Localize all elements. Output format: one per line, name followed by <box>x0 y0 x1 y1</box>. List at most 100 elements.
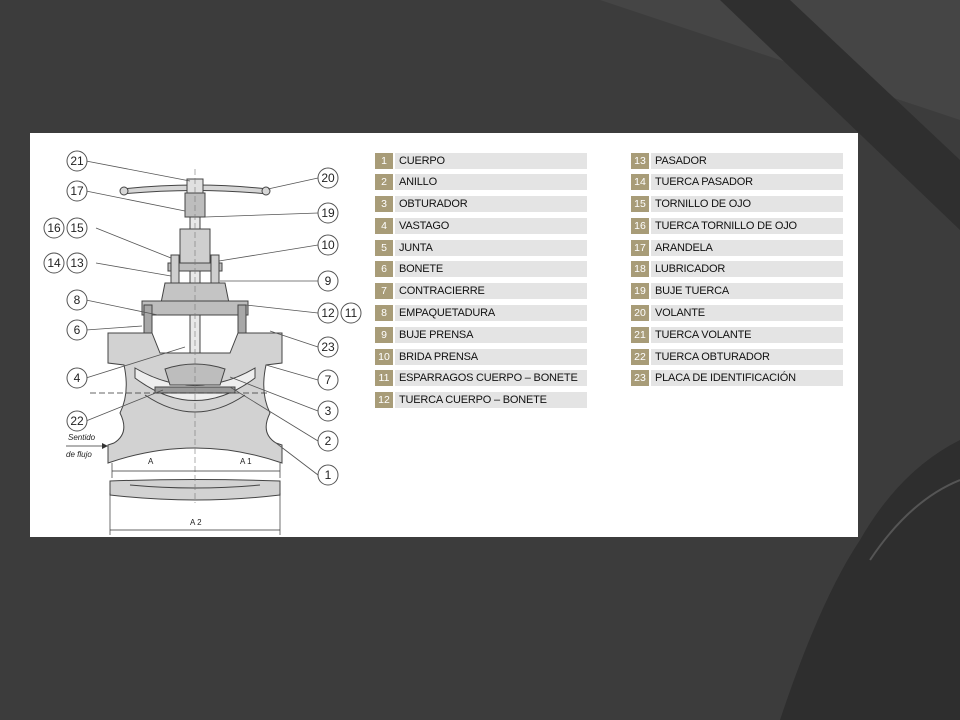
svg-text:11: 11 <box>345 306 358 320</box>
part-number: 18 <box>631 261 649 278</box>
callout-2: 2 <box>317 430 339 452</box>
callout-4: 4 <box>66 367 88 389</box>
handwheel-end-left <box>119 186 129 196</box>
callout-19: 19 <box>317 202 339 224</box>
callout-1: 1 <box>317 464 339 486</box>
flow-label-1: Sentido <box>68 433 96 442</box>
flow-label-2: de flujo <box>66 450 92 459</box>
eyebolt-right <box>210 254 220 284</box>
part-name: LUBRICADOR <box>651 261 843 278</box>
callout-17: 17 <box>66 180 88 202</box>
part-number: 5 <box>375 239 393 256</box>
svg-text:1: 1 <box>325 468 332 482</box>
part-name: OBTURADOR <box>395 196 587 213</box>
callout-11: 11 <box>340 302 362 324</box>
part-name: PASADOR <box>651 152 843 169</box>
svg-text:15: 15 <box>70 221 84 235</box>
svg-text:12: 12 <box>321 306 335 320</box>
part-number: 1 <box>375 152 393 169</box>
part-number: 17 <box>631 239 649 256</box>
callout-13: 13 <box>66 252 88 274</box>
part-name: VOLANTE <box>651 305 843 322</box>
callout-14: 14 <box>43 252 65 274</box>
callout-12: 12 <box>317 302 339 324</box>
svg-text:3: 3 <box>325 404 332 418</box>
svg-text:19: 19 <box>321 206 335 220</box>
flow-arrow-head <box>102 443 108 449</box>
part-name: CUERPO <box>395 152 587 169</box>
part-name: BONETE <box>395 261 587 278</box>
callout-23: 23 <box>317 336 339 358</box>
callout-20: 20 <box>317 167 339 189</box>
part-name: CONTRACIERRE <box>395 283 587 300</box>
part-number: 2 <box>375 174 393 191</box>
bg-swoosh <box>780 440 960 720</box>
callout-6: 6 <box>66 319 88 341</box>
part-name: TUERCA CUERPO – BONETE <box>395 392 587 409</box>
part-number: 13 <box>631 152 649 169</box>
part-name: ARANDELA <box>651 239 843 256</box>
part-name: TUERCA TORNILLO DE OJO <box>651 217 843 234</box>
part-number: 6 <box>375 261 393 278</box>
part-number: 3 <box>375 196 393 213</box>
callout-16: 16 <box>43 217 65 239</box>
svg-text:8: 8 <box>74 293 81 307</box>
part-name: ESPARRAGOS CUERPO – BONETE <box>395 370 587 387</box>
svg-text:7: 7 <box>325 373 332 387</box>
part-number: 9 <box>375 326 393 343</box>
callout-21: 21 <box>66 150 88 172</box>
part-number: 7 <box>375 283 393 300</box>
part-number: 4 <box>375 217 393 234</box>
svg-text:17: 17 <box>70 184 84 198</box>
callout-3: 3 <box>317 400 339 422</box>
svg-text:22: 22 <box>70 414 84 428</box>
handwheel-end-right <box>261 186 271 196</box>
part-name: TUERCA OBTURADOR <box>651 348 843 365</box>
svg-text:14: 14 <box>47 256 61 270</box>
callout-7: 7 <box>317 369 339 391</box>
part-number: 19 <box>631 283 649 300</box>
part-name: JUNTA <box>395 239 587 256</box>
svg-text:10: 10 <box>321 238 335 252</box>
part-name: VASTAGO <box>395 217 587 234</box>
disc <box>164 363 226 386</box>
part-number: 14 <box>631 174 649 191</box>
eyebolt-left <box>170 254 180 284</box>
part-name: BUJE PRENSA <box>395 326 587 343</box>
part-number: 11 <box>375 370 393 387</box>
part-number: 16 <box>631 217 649 234</box>
body-inner-curve <box>144 394 246 413</box>
leader-lines <box>85 160 319 476</box>
part-number: 8 <box>375 305 393 322</box>
part-name: TUERCA VOLANTE <box>651 326 843 343</box>
part-number: 20 <box>631 305 649 322</box>
part-number: 23 <box>631 370 649 387</box>
dim-a1-label: A 1 <box>240 457 252 466</box>
svg-text:6: 6 <box>74 323 81 337</box>
svg-text:4: 4 <box>74 371 81 385</box>
